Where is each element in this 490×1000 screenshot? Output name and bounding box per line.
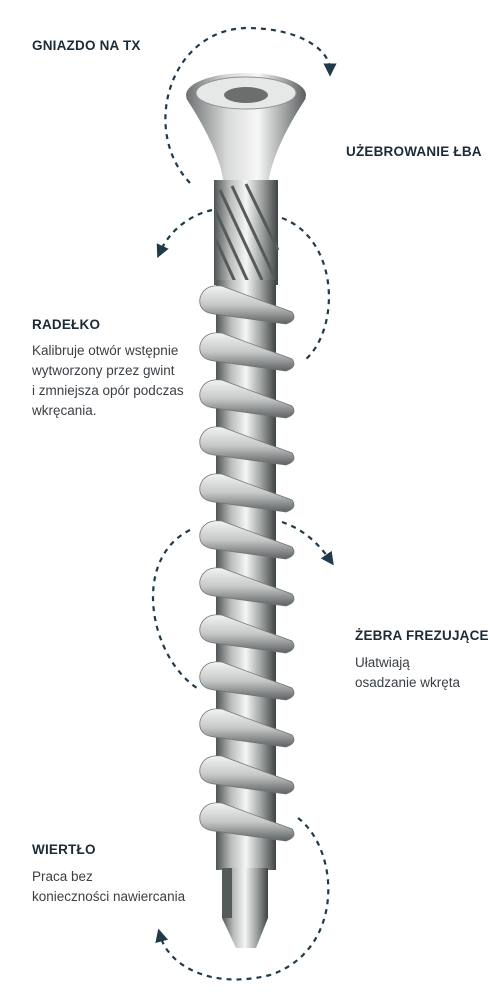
- thread-crest: [199, 755, 295, 795]
- screw-head: [186, 73, 306, 185]
- feature-title-tx-socket: GNIAZDO NA TX: [32, 38, 141, 53]
- thread-crest: [199, 708, 295, 748]
- thread-crest: [199, 332, 295, 372]
- feature-description-milling-ribs: Ułatwiają osadzanie wkręta: [355, 655, 461, 690]
- rotation-arrow-icon: [151, 529, 201, 691]
- thread-crest: [199, 567, 295, 607]
- thread-crest: [199, 473, 295, 513]
- rotation-arrow-icon: [156, 208, 213, 259]
- rotation-arrow-icon: [281, 520, 334, 566]
- feature-title-head-ribs: UŻEBROWANIE ŁBA: [346, 144, 482, 159]
- rotation-arrow-icon: [281, 216, 330, 361]
- thread-crest: [199, 426, 295, 466]
- thread-crest: [199, 661, 295, 701]
- feature-description-knurling: Kalibruje otwór wstępnie wytworzony prze…: [32, 343, 184, 418]
- head-ribs: [214, 180, 280, 285]
- thread-crest: [199, 285, 295, 325]
- rotation-arrow-icon: [164, 26, 337, 184]
- feature-description-drill: Praca bez konieczności nawiercania: [32, 869, 186, 904]
- screw-threads: [199, 285, 295, 842]
- thread-crest: [199, 379, 295, 419]
- rotation-arrow-icon: [155, 817, 330, 981]
- thread-crest: [199, 802, 295, 842]
- feature-title-drill: WIERTŁO: [32, 842, 96, 857]
- feature-title-knurling: RADEŁKO: [32, 317, 101, 332]
- thread-crest: [199, 520, 295, 560]
- drill-tip: [222, 868, 268, 948]
- thread-crest: [199, 614, 295, 654]
- feature-title-milling-ribs: ŻEBRA FREZUJĄCE: [355, 628, 489, 643]
